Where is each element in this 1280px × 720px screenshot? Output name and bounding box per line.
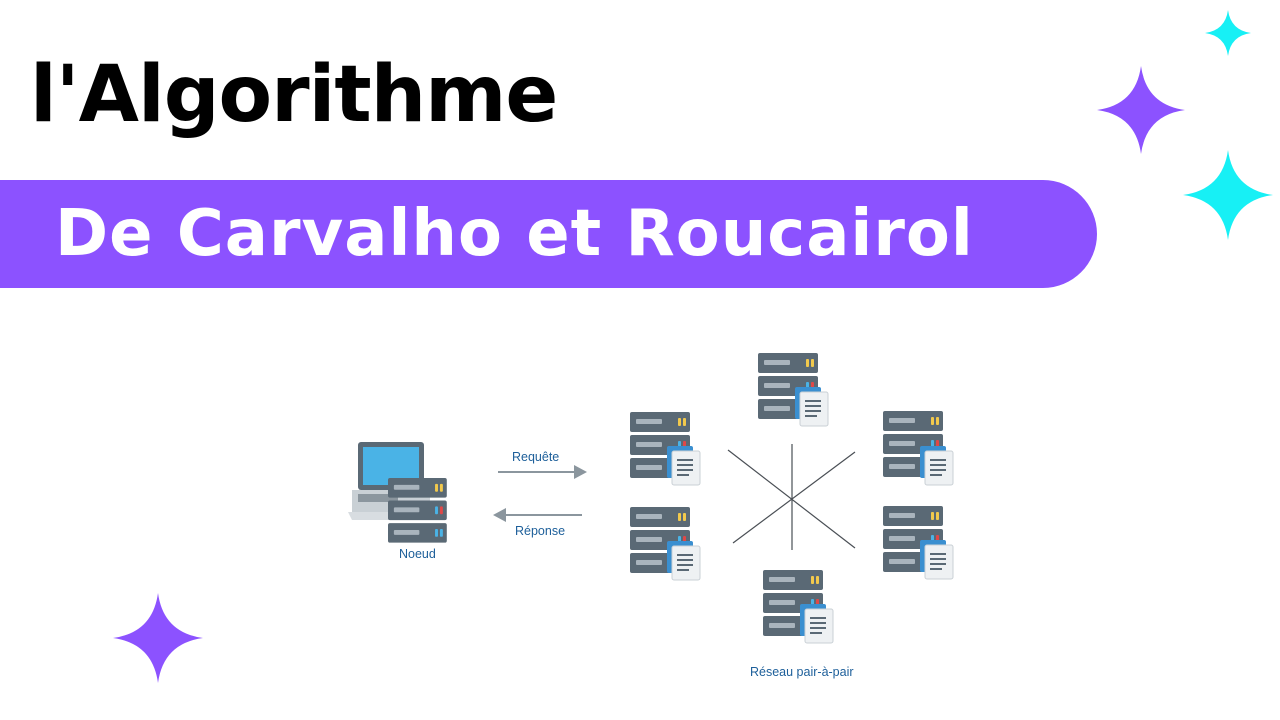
network-links — [727, 444, 856, 550]
document-icon — [799, 603, 834, 644]
request-label: Requête — [512, 450, 560, 464]
sparkle-icon — [1183, 150, 1273, 240]
page-title: l'Algorithme — [30, 50, 558, 140]
network-label: Réseau pair-à-pair — [750, 665, 854, 679]
sparkle-icon — [1097, 66, 1185, 154]
document-icon — [666, 445, 701, 486]
node-label: Noeud — [399, 547, 436, 561]
response-label: Réponse — [515, 524, 566, 538]
document-icon — [666, 540, 701, 581]
sparkle-icon — [1205, 10, 1251, 56]
document-icon — [919, 539, 954, 580]
server-icon — [388, 478, 447, 543]
sparkle-icon — [113, 593, 203, 683]
arrow-right-icon — [498, 465, 587, 479]
document-icon — [919, 445, 954, 486]
document-icon — [794, 386, 829, 427]
subtitle-banner: De Carvalho et Roucairol — [0, 180, 1097, 288]
subtitle-text: De Carvalho et Roucairol — [55, 197, 974, 271]
arrow-left-icon — [493, 508, 582, 522]
